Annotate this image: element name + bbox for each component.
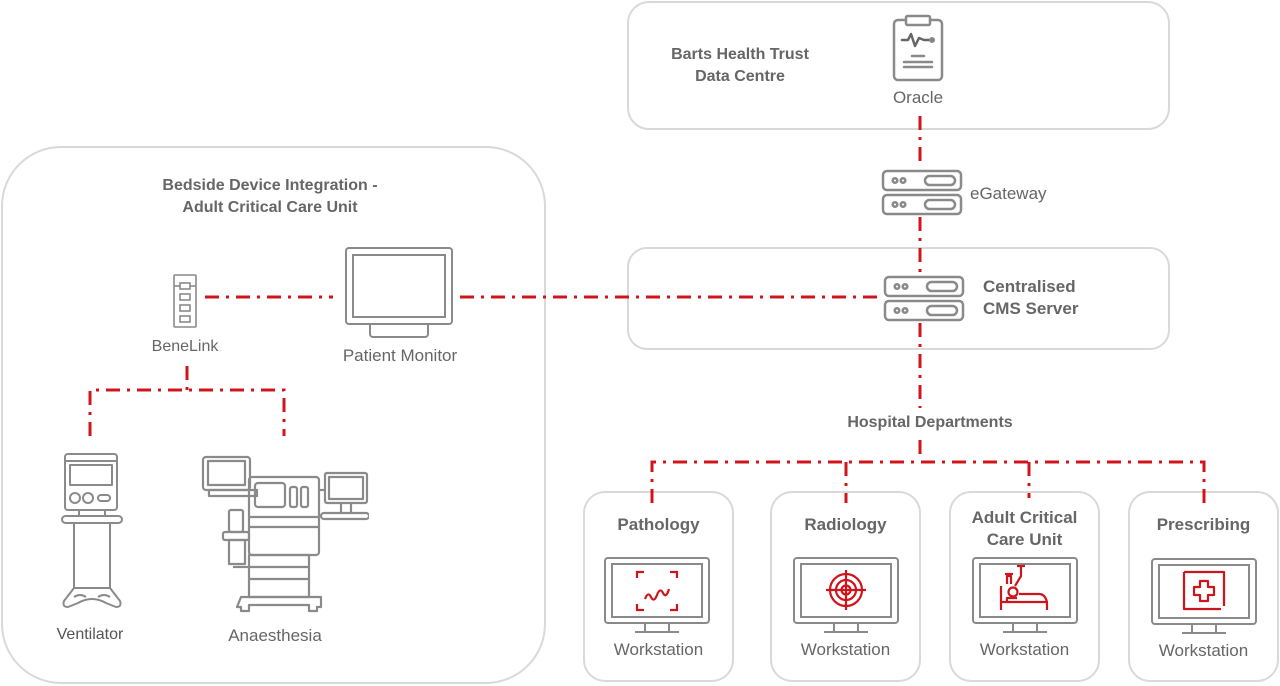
department-name-line1: Prescribing — [1156, 515, 1251, 534]
workstation-monitor-icon — [792, 556, 900, 636]
bedside-integration-box — [1, 146, 546, 684]
ventilator-icon — [60, 451, 124, 613]
data-centre-title: Barts Health Trust Data Centre — [640, 44, 840, 88]
bedside-title-line1: Bedside Device Integration - — [162, 177, 378, 194]
clipboard-heartbeat-icon — [891, 14, 947, 84]
ventilator-label: Ventilator — [56, 626, 124, 643]
data-centre-title-line1: Barts Health Trust — [671, 46, 809, 63]
data-centre-box — [627, 1, 1170, 130]
anaesthesia-label: Anaesthesia — [228, 626, 322, 645]
department-name: Radiology — [770, 514, 921, 536]
department-name-line2: Care Unit — [986, 530, 1063, 549]
specimen-scan-icon — [635, 570, 679, 612]
cms-label-line2: CMS Server — [983, 299, 1079, 318]
department-name-line1: Pathology — [617, 515, 700, 534]
bedside-title-line2: Adult Critical Care Unit — [182, 199, 358, 216]
data-centre-title-line2: Data Centre — [695, 68, 785, 85]
workstation-monitor-icon — [1150, 557, 1258, 637]
cms-label-line1: Centralised — [983, 277, 1076, 296]
oracle-label: Oracle — [892, 88, 944, 107]
workstation-label: Workstation — [800, 640, 891, 659]
hospital-bed-icon — [999, 564, 1049, 610]
patient-monitor-label: Patient Monitor — [342, 346, 458, 365]
connector-departments-bus — [650, 460, 1206, 503]
department-name-line1: Adult Critical — [971, 508, 1078, 527]
workstation-label: Workstation — [1158, 641, 1249, 660]
egateway-label: eGateway — [970, 184, 1047, 203]
department-name: Pathology — [583, 514, 734, 536]
patient-monitor-icon — [343, 246, 455, 338]
anaesthesia-machine-icon — [201, 455, 369, 615]
medical-cross-icon — [1182, 570, 1226, 611]
connector-bedside-devices — [88, 388, 286, 436]
cms-server-label: Centralised CMS Server — [983, 276, 1078, 320]
benelink-device-icon — [172, 274, 198, 328]
department-name-line1: Radiology — [804, 515, 887, 534]
benelink-label: BeneLink — [151, 338, 219, 355]
workstation-label: Workstation — [979, 640, 1070, 659]
department-name: Prescribing — [1128, 514, 1279, 536]
department-name: Adult Critical Care Unit — [949, 507, 1100, 551]
workstation-monitor-icon — [603, 556, 711, 636]
department-card-adult-critical-care — [949, 491, 1100, 682]
workstation-label: Workstation — [613, 640, 704, 659]
hospital-departments-title: Hospital Departments — [847, 414, 1013, 431]
bedside-title: Bedside Device Integration - Adult Criti… — [100, 175, 440, 219]
target-icon — [826, 570, 866, 610]
workstation-monitor-icon — [971, 556, 1079, 636]
egateway-server-icon — [881, 169, 963, 217]
cms-server-icon — [883, 275, 965, 323]
